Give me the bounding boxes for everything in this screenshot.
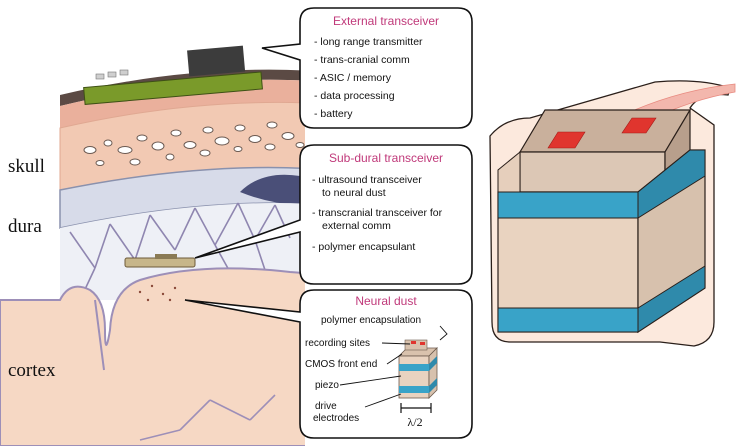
external-item: - data processing [314, 90, 395, 102]
external-item: - battery [314, 108, 353, 120]
subdural-item: to neural dust [322, 187, 386, 199]
dust-label-encapsulation: polymer encapsulation [321, 315, 421, 326]
dust-callout-bubble [184, 289, 473, 439]
dust-label-piezo: piezo [315, 380, 339, 391]
recording-site-left [547, 131, 586, 149]
subdural-transceiver-device [124, 257, 196, 268]
cmos-front-face [519, 151, 666, 193]
external-callout-bubble [261, 7, 473, 129]
dural-sinus [240, 174, 300, 205]
arachnoid-trabeculae [69, 202, 291, 301]
electrode-band-top-side [637, 149, 706, 219]
external-item: - long range transmitter [314, 36, 423, 48]
dust-label-drive: electrodes [313, 413, 359, 424]
dust-motes-in-cortex [138, 284, 177, 302]
external-transceiver-pcb [83, 71, 263, 106]
label-skull: skull [8, 156, 45, 177]
subdural-item: - transcranial transceiver for [312, 207, 443, 219]
subdural-item: external comm [322, 220, 391, 232]
dust-leader-lines [339, 325, 448, 408]
recording-site-right [621, 117, 657, 134]
label-cortex: cortex [8, 360, 56, 381]
external-transceiver-chip [187, 45, 246, 77]
subdural-callout-bubble [194, 144, 473, 285]
dust-label-recording: recording sites [305, 338, 370, 349]
cortex-tissue [0, 267, 305, 446]
external-callout-title: External transceiver [333, 14, 439, 28]
subdural-item: - ultrasound transceiver [312, 174, 422, 186]
subdural-callout-title: Sub-dural transceiver [329, 151, 443, 165]
label-dura: dura [8, 216, 42, 237]
sulcus [94, 299, 105, 371]
dust-callout-title: Neural dust [355, 294, 417, 308]
brain-cross-section [0, 45, 305, 446]
lambda-dimension [400, 403, 432, 413]
subdural-transceiver-chip [155, 254, 177, 259]
dust-mote-large [489, 80, 736, 347]
dust-label-cmos: CMOS front end [305, 359, 377, 370]
external-item: - trans-cranial comm [314, 54, 410, 66]
skin-layer [60, 79, 305, 128]
subdural-item: - polymer encapsulant [312, 241, 415, 253]
dust-mote-small [398, 339, 438, 399]
cortical-vessels [139, 394, 276, 441]
electrode-band-bottom-side [637, 265, 706, 333]
bone-pores [83, 121, 305, 166]
cmos-top-face [518, 109, 692, 153]
dust-label-drive: drive [315, 401, 337, 412]
pcb-components [95, 69, 129, 80]
dust-label-lambda: λ/2 [407, 415, 422, 429]
external-item: - ASIC / memory [314, 72, 392, 84]
electrode-band-bottom [497, 307, 639, 333]
electrode-band-top [497, 191, 639, 219]
